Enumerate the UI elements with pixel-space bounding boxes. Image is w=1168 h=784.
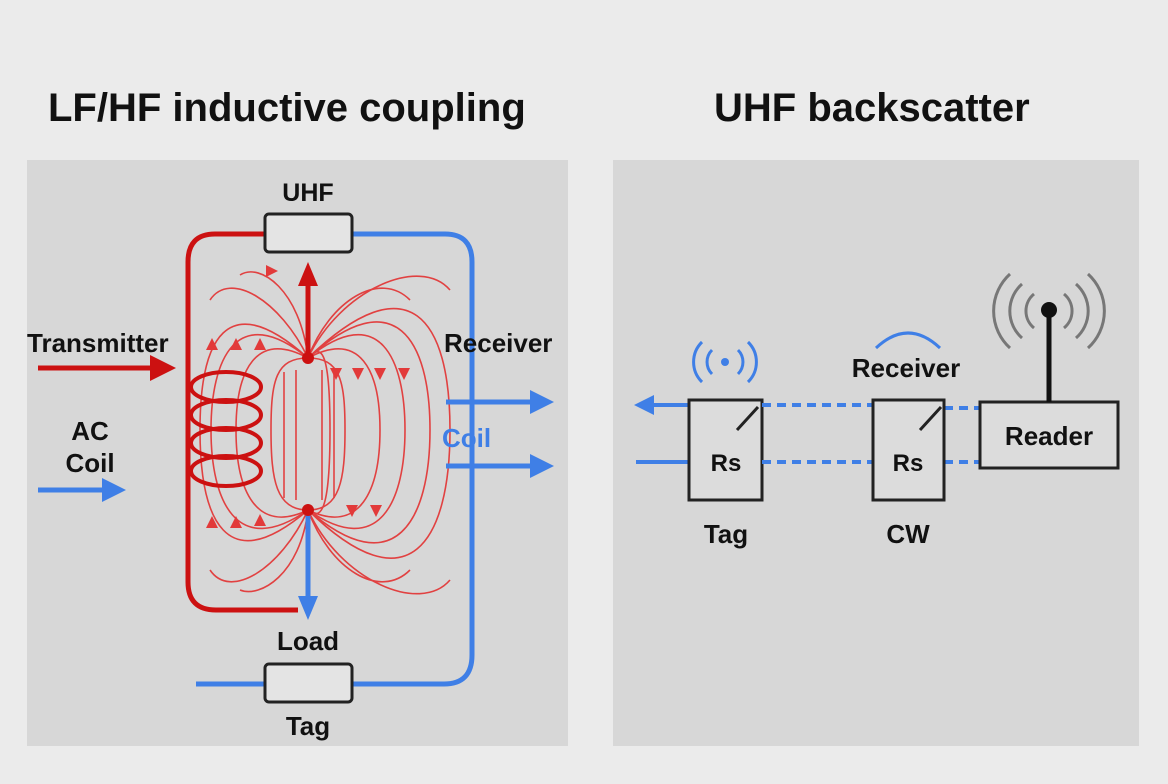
receiver-wave-icon (874, 331, 942, 350)
receiver-box (871, 398, 946, 502)
pole-bottom (302, 504, 314, 516)
load-component (263, 662, 354, 704)
coil-label-right: Coil (442, 423, 491, 453)
transmitter-arrow-head (150, 355, 176, 381)
receiver-arrow-2-head (530, 454, 554, 478)
blue-circuit-loop (352, 231, 475, 687)
tag-signal-icon (692, 340, 758, 384)
field-axis-up-head (298, 262, 318, 286)
red-circuit-loop (185, 231, 298, 613)
ac-label: AC (71, 416, 109, 446)
field-axis-down-head (298, 596, 318, 620)
coil-label-left: Coil (65, 448, 114, 478)
transmitter-label: Transmitter (27, 328, 169, 358)
cw-label: CW (886, 519, 930, 549)
reader-box (978, 400, 1120, 470)
ac-coil-arrow-head (102, 478, 126, 502)
transmitter-coil (189, 370, 263, 488)
pole-top (302, 352, 314, 364)
uhf-component (263, 212, 354, 254)
reader-broadcast-icon (992, 272, 1106, 350)
tag-label-left: Tag (286, 711, 330, 741)
tag-output-arrow-head (634, 395, 654, 415)
tag-switch (735, 405, 760, 432)
reader-antenna-tip (1041, 302, 1057, 318)
receiver-box-text: Rs (893, 450, 924, 477)
title-inductive-coupling: LF/HF inductive coupling (48, 86, 526, 130)
receiver-top-label: Receiver (852, 353, 960, 383)
uhf-label: UHF (282, 179, 333, 207)
receiver-switch (918, 405, 943, 432)
receiver-label: Receiver (444, 328, 552, 358)
magnetic-field-lines (199, 271, 451, 595)
load-label: Load (277, 626, 339, 656)
reader-label: Reader (1005, 421, 1093, 451)
receiver-arrow-1-head (530, 390, 554, 414)
tag-label-right: Tag (704, 519, 748, 549)
inductive-coupling-panel (27, 160, 568, 746)
field-arrow-heads (206, 265, 410, 528)
title-uhf-backscatter: UHF backscatter (714, 86, 1030, 130)
tag-box-text: Rs (711, 450, 742, 477)
